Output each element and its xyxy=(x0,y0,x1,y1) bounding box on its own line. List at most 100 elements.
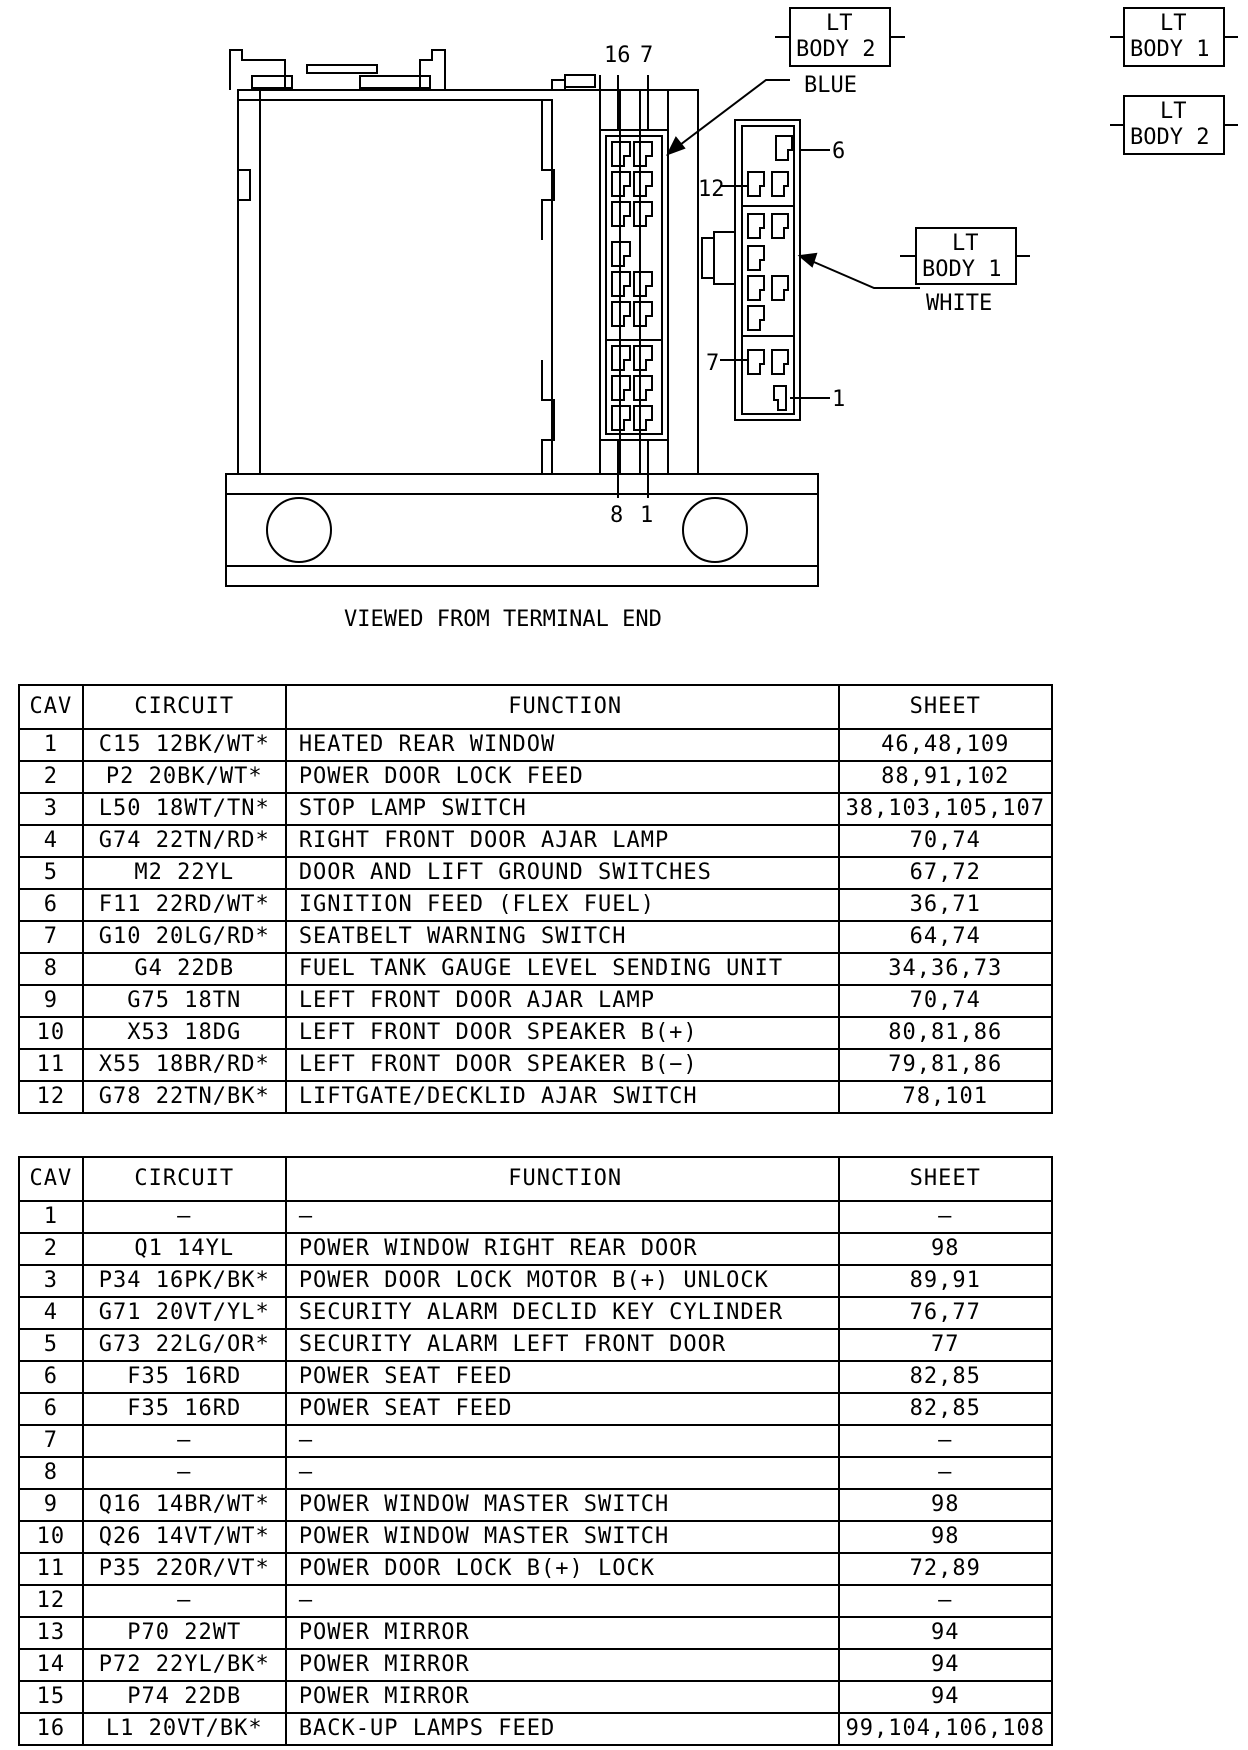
blue-pin-7-label: 7 xyxy=(640,43,653,68)
cell-function: SECURITY ALARM DECLID KEY CYLINDER xyxy=(284,1296,840,1330)
legend-box-body-2 xyxy=(1110,95,1238,155)
cell-circuit: X55 18BR/RD* xyxy=(81,1048,287,1082)
cell-circuit: Q1 14YL xyxy=(81,1232,287,1266)
cell-sheet: — xyxy=(837,1200,1054,1234)
cell-circuit: F35 16RD xyxy=(81,1392,287,1426)
cell-function: POWER DOOR LOCK MOTOR B(+) UNLOCK xyxy=(284,1264,840,1298)
cell-function: LEFT FRONT DOOR AJAR LAMP xyxy=(284,984,840,1018)
cell-circuit: L1 20VT/BK* xyxy=(81,1712,287,1746)
cell-function: FUEL TANK GAUGE LEVEL SENDING UNIT xyxy=(284,952,840,986)
cell-sheet: 80,81,86 xyxy=(837,1016,1054,1050)
cell-circuit: G73 22LG/OR* xyxy=(81,1328,287,1362)
cell-cav: 16 xyxy=(18,1712,84,1746)
cell-circuit: P72 22YL/BK* xyxy=(81,1648,287,1682)
cell-sheet: 94 xyxy=(837,1616,1054,1650)
cell-sheet: 94 xyxy=(837,1648,1054,1682)
cell-sheet: 72,89 xyxy=(837,1552,1054,1586)
cell-cav: 1 xyxy=(18,728,84,762)
cell-cav: 5 xyxy=(18,1328,84,1362)
cell-cav: 11 xyxy=(18,1552,84,1586)
cell-circuit: P74 22DB xyxy=(81,1680,287,1714)
cell-function: POWER DOOR LOCK FEED xyxy=(284,760,840,794)
connector-housing xyxy=(225,49,819,587)
white-color-label: WHITE xyxy=(926,291,992,316)
cell-circuit: — xyxy=(81,1200,287,1234)
header-sheet: SHEET xyxy=(837,1156,1054,1202)
cell-circuit: M2 22YL xyxy=(81,856,287,890)
cell-circuit: G78 22TN/BK* xyxy=(81,1080,287,1114)
white-leader-arrow xyxy=(797,252,920,289)
cell-function: POWER WINDOW MASTER SWITCH xyxy=(284,1520,840,1554)
cell-function: LEFT FRONT DOOR SPEAKER B(+) xyxy=(284,1016,840,1050)
cell-circuit: P34 16PK/BK* xyxy=(81,1264,287,1298)
cell-cav: 7 xyxy=(18,920,84,954)
cell-sheet: 76,77 xyxy=(837,1296,1054,1330)
cell-cav: 15 xyxy=(18,1680,84,1714)
viewed-from-label: VIEWED FROM TERMINAL END xyxy=(344,607,662,632)
cell-sheet: 64,74 xyxy=(837,920,1054,954)
cell-circuit: L50 18WT/TN* xyxy=(81,792,287,826)
cell-sheet: — xyxy=(837,1584,1054,1618)
table-header-row: CAV CIRCUIT FUNCTION SHEET xyxy=(18,1156,1054,1202)
cell-sheet: 67,72 xyxy=(837,856,1054,890)
cell-function: POWER WINDOW MASTER SWITCH xyxy=(284,1488,840,1522)
legend-body-2-line2: BODY 2 xyxy=(1130,125,1209,150)
cell-sheet: 34,36,73 xyxy=(837,952,1054,986)
cell-circuit: P35 22OR/VT* xyxy=(81,1552,287,1586)
cell-function: POWER MIRROR xyxy=(284,1616,840,1650)
cell-sheet: 88,91,102 xyxy=(837,760,1054,794)
cell-circuit: F35 16RD xyxy=(81,1360,287,1394)
cell-cav: 5 xyxy=(18,856,84,890)
cell-cav: 11 xyxy=(18,1048,84,1082)
table-row: 7——— xyxy=(18,1424,1054,1458)
cell-circuit: Q16 14BR/WT* xyxy=(81,1488,287,1522)
cell-sheet: 89,91 xyxy=(837,1264,1054,1298)
cell-sheet: 46,48,109 xyxy=(837,728,1054,762)
header-cav: CAV xyxy=(18,684,84,730)
header-circuit: CIRCUIT xyxy=(81,1156,287,1202)
cell-cav: 10 xyxy=(18,1016,84,1050)
cell-circuit: P2 20BK/WT* xyxy=(81,760,287,794)
cell-circuit: X53 18DG xyxy=(81,1016,287,1050)
cell-cav: 6 xyxy=(18,888,84,922)
cell-function: POWER MIRROR xyxy=(284,1648,840,1682)
cell-circuit: — xyxy=(81,1584,287,1618)
cell-cav: 8 xyxy=(18,952,84,986)
cell-sheet: 36,71 xyxy=(837,888,1054,922)
cell-sheet: 98 xyxy=(837,1488,1054,1522)
cell-cav: 6 xyxy=(18,1360,84,1394)
cell-function: — xyxy=(284,1456,840,1490)
cell-function: LEFT FRONT DOOR SPEAKER B(−) xyxy=(284,1048,840,1082)
cell-circuit: G10 20LG/RD* xyxy=(81,920,287,954)
cell-circuit: G4 22DB xyxy=(81,952,287,986)
cell-cav: 6 xyxy=(18,1392,84,1426)
blue-pin-8-label: 8 xyxy=(610,503,623,528)
cell-circuit: C15 12BK/WT* xyxy=(81,728,287,762)
blue-pin-16-label: 16 xyxy=(604,43,631,68)
table-header-row: CAV CIRCUIT FUNCTION SHEET xyxy=(18,684,1054,730)
lt-body-2-box xyxy=(775,7,905,67)
cell-function: RIGHT FRONT DOOR AJAR LAMP xyxy=(284,824,840,858)
cell-cav: 8 xyxy=(18,1456,84,1490)
cell-function: POWER SEAT FEED xyxy=(284,1392,840,1426)
table-row: 1——— xyxy=(18,1200,1054,1234)
cell-cav: 2 xyxy=(18,760,84,794)
header-function: FUNCTION xyxy=(284,1156,840,1202)
blue-connector xyxy=(599,75,669,498)
cell-sheet: 82,85 xyxy=(837,1360,1054,1394)
cell-sheet: 70,74 xyxy=(837,984,1054,1018)
cell-sheet: — xyxy=(837,1456,1054,1490)
lt-body-2-box-line2: BODY 2 xyxy=(796,37,875,62)
